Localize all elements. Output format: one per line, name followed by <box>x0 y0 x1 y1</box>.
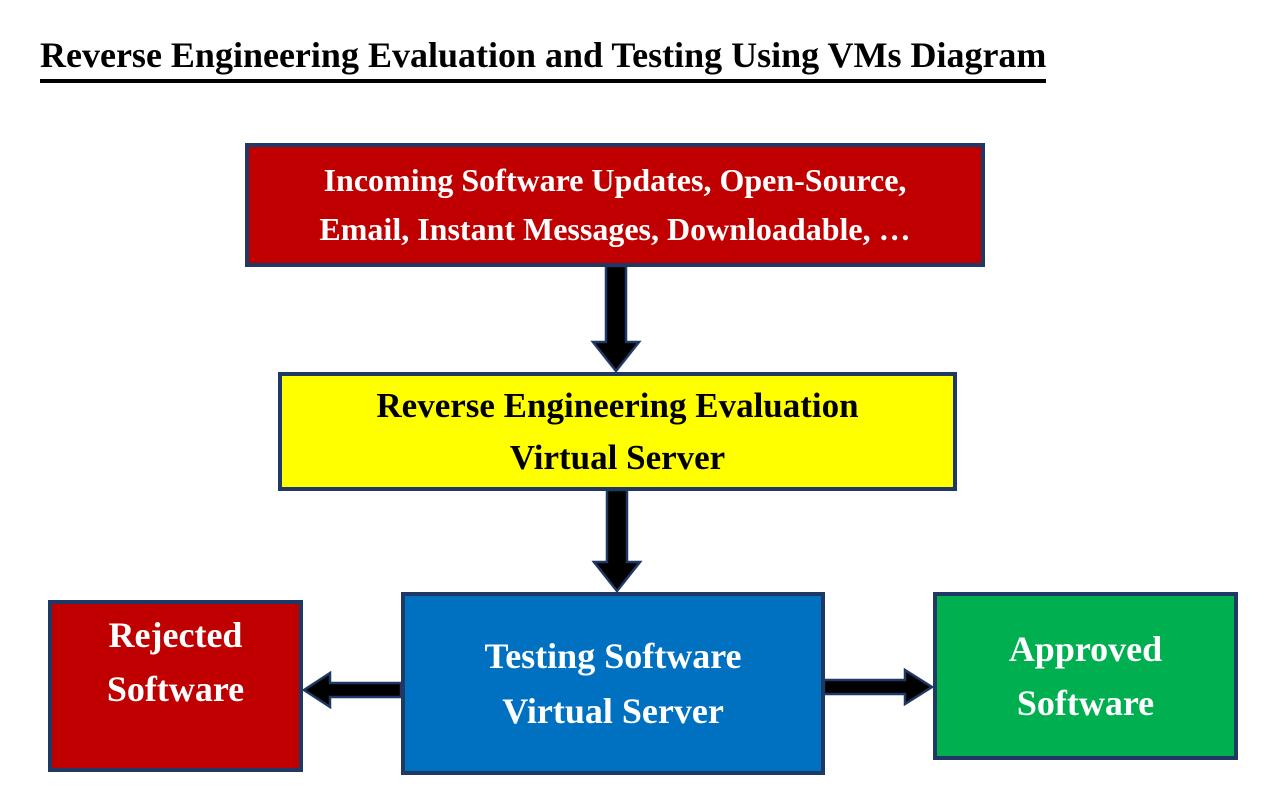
arrow-right-testing-to-approved-icon <box>822 667 935 707</box>
node-evaluation-line2: Virtual Server <box>509 437 726 477</box>
node-incoming-sources: Incoming Software Updates, Open-Source, … <box>245 143 985 267</box>
node-rejected-software: Rejected Software <box>48 600 303 772</box>
node-approved-software: Approved Software <box>933 592 1238 760</box>
node-evaluation-line1: Reverse Engineering Evaluation <box>376 385 859 425</box>
node-incoming-line1: Incoming Software Updates, Open-Source, <box>323 162 907 198</box>
arrow-left-testing-to-rejected-icon <box>301 670 403 710</box>
node-rejected-line2: Software <box>106 669 245 709</box>
node-testing-line2: Virtual Server <box>502 690 724 731</box>
arrow-down-evaluation-to-testing-icon <box>591 488 643 594</box>
node-reverse-engineering-evaluation-server: Reverse Engineering Evaluation Virtual S… <box>278 372 957 491</box>
node-testing-line1: Testing Software <box>484 635 742 676</box>
node-approved-line2: Software <box>1016 683 1155 723</box>
node-rejected-line1: Rejected <box>108 615 243 655</box>
node-testing-software-server: Testing Software Virtual Server <box>401 592 825 775</box>
diagram-title: Reverse Engineering Evaluation and Testi… <box>40 34 1047 83</box>
node-approved-line1: Approved <box>1008 629 1163 669</box>
arrow-down-incoming-to-evaluation-icon <box>590 264 642 374</box>
node-incoming-line2: Email, Instant Messages, Downloadable, … <box>319 211 911 247</box>
